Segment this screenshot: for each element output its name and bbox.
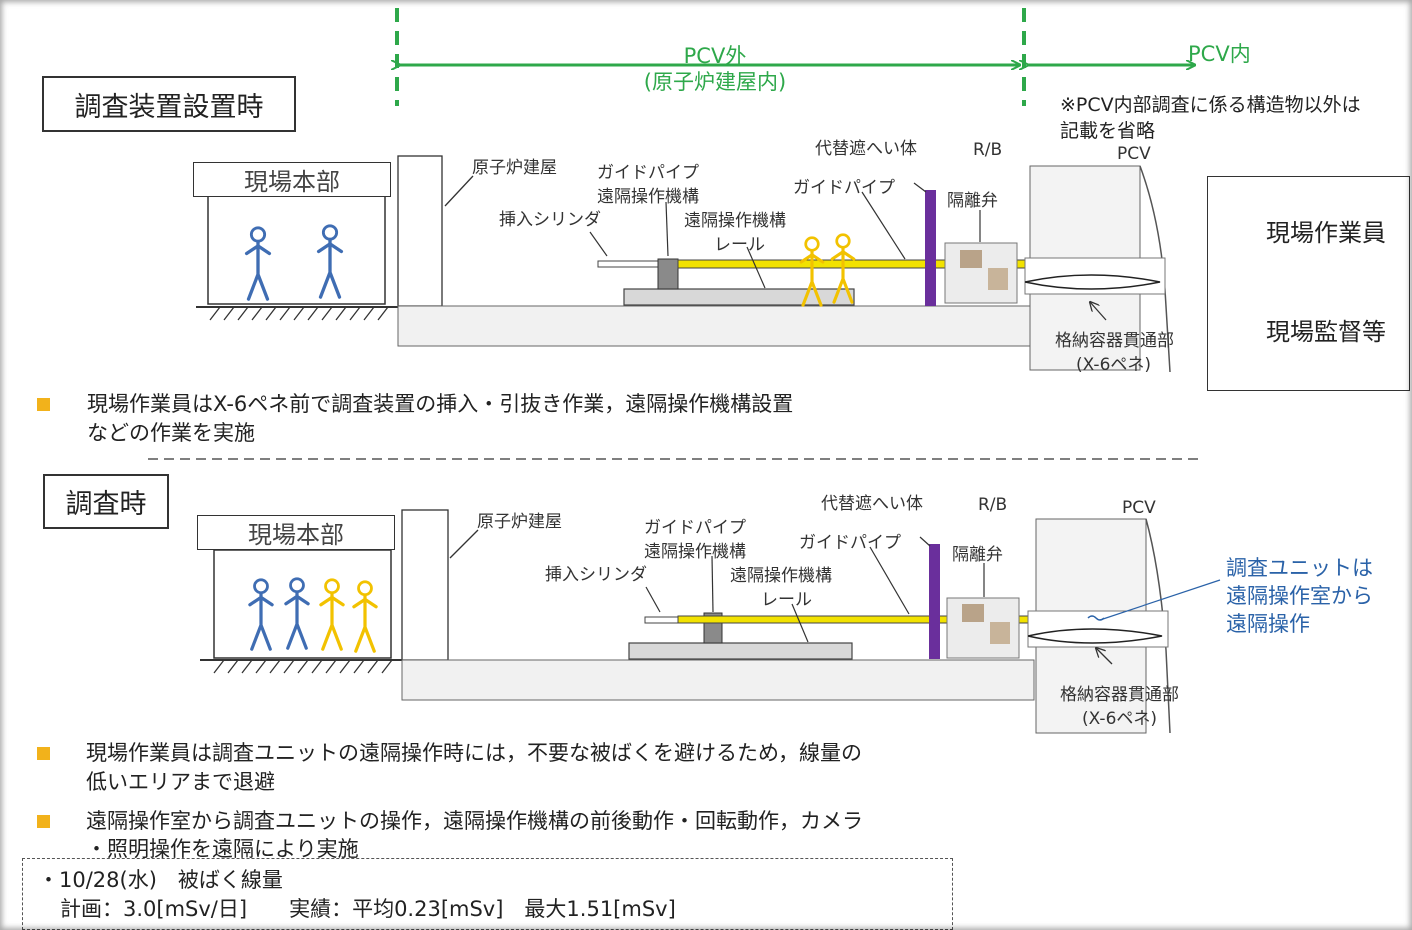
- panel1-hq-label: 現場本部: [193, 162, 391, 197]
- panel1-reactor-building-label: 原子炉建屋: [472, 158, 557, 178]
- panel2-guide-pipe2-label: ガイドパイプ: [799, 533, 901, 553]
- panel2-guide-pipe-label: ガイドパイプ: [644, 518, 746, 538]
- panel1-isolation-valve-label: 隔離弁: [947, 191, 998, 211]
- panel2-title: 調査時: [43, 474, 169, 529]
- panel2-rail-label: レール: [761, 590, 812, 610]
- omission-note-line1: ※PCV内部調査に係る構造物以外は: [1060, 94, 1361, 116]
- panel2-insert-cylinder-label: 挿入シリンダ: [545, 565, 647, 585]
- legend: [1207, 176, 1410, 391]
- bullet3-line1: 遠隔操作室から調査ユニットの操作，遠隔操作機構の前後動作・回転動作，カメラ: [86, 809, 863, 833]
- panel2-rb-label: R/B: [978, 495, 1008, 515]
- panel1-guide-pipe-label: ガイドパイプ: [597, 163, 699, 183]
- bullet1-marker: [37, 398, 50, 411]
- panel1-pcv-label: PCV: [1117, 144, 1151, 164]
- panel2-reactor-building-label: 原子炉建屋: [477, 512, 562, 532]
- omission-note-line2: 記載を省略: [1060, 120, 1156, 142]
- bullet2-line1: 現場作業員は調査ユニットの遠隔操作時には，不要な被ばくを避けるため，線量の: [86, 741, 862, 765]
- panel1-penetration-sublabel: (X-6ペネ): [1076, 355, 1152, 375]
- panel2-pcv-label: PCV: [1122, 498, 1156, 518]
- bullet3-marker: [37, 815, 50, 828]
- remote-op-note-line2: 遠隔操作室から: [1226, 584, 1373, 608]
- panel2-scene: [200, 509, 1221, 734]
- pcv-inside-label: PCV内: [1188, 42, 1251, 66]
- panel1-remote-mech-label: 遠隔操作機構: [597, 187, 699, 207]
- bullet3-line2: ・照明操作を遠隔により実施: [86, 837, 359, 861]
- panel1-rail-label: レール: [714, 235, 765, 255]
- bullet1-line1: 現場作業員はX-6ペネ前で調査装置の挿入・引抜き作業，遠隔操作機構設置: [87, 392, 794, 416]
- panel1-rail-mech-label: 遠隔操作機構: [684, 211, 786, 231]
- panel2-hq-label: 現場本部: [197, 515, 395, 550]
- panel2-isolation-valve-label: 隔離弁: [952, 545, 1003, 565]
- dose-line1: ・10/28(水) 被ばく線量: [38, 868, 283, 892]
- bullet2-line2: 低いエリアまで退避: [86, 770, 275, 794]
- panel2-rail-mech-label: 遠隔操作機構: [730, 566, 832, 586]
- remote-op-note-line1: 調査ユニットは: [1226, 556, 1373, 580]
- panel1-insert-cylinder-label: 挿入シリンダ: [499, 210, 601, 230]
- pcv-outside-label: PCV外: [683, 44, 747, 68]
- panel1-scene: [196, 155, 1171, 373]
- pcv-outside-sublabel: (原子炉建屋内): [643, 70, 787, 94]
- panel1-guide-pipe2-label: ガイドパイプ: [793, 178, 895, 198]
- legend-supervisor-label: 現場監督等: [1266, 318, 1386, 346]
- bullet1-line2: などの作業を実施: [87, 421, 255, 445]
- panel1-penetration-label: 格納容器貫通部: [1055, 331, 1174, 351]
- panel2-penetration-label: 格納容器貫通部: [1060, 685, 1179, 705]
- remote-op-note-line3: 遠隔操作: [1226, 612, 1310, 636]
- dose-line2: 計画：3.0[mSv/日] 実績：平均0.23[mSv] 最大1.51[mSv]: [60, 897, 676, 921]
- panel1-title: 調査装置設置時: [42, 76, 296, 132]
- legend-worker-label: 現場作業員: [1266, 219, 1386, 247]
- panel2-penetration-sublabel: (X-6ペネ): [1082, 709, 1158, 729]
- panel2-remote-mech-label: 遠隔操作機構: [644, 542, 746, 562]
- panel2-shield-label: 代替遮へい体: [821, 494, 923, 514]
- bullet2-marker: [37, 747, 50, 760]
- panel1-shield-label: 代替遮へい体: [815, 139, 917, 159]
- panel1-rb-label: R/B: [973, 140, 1003, 160]
